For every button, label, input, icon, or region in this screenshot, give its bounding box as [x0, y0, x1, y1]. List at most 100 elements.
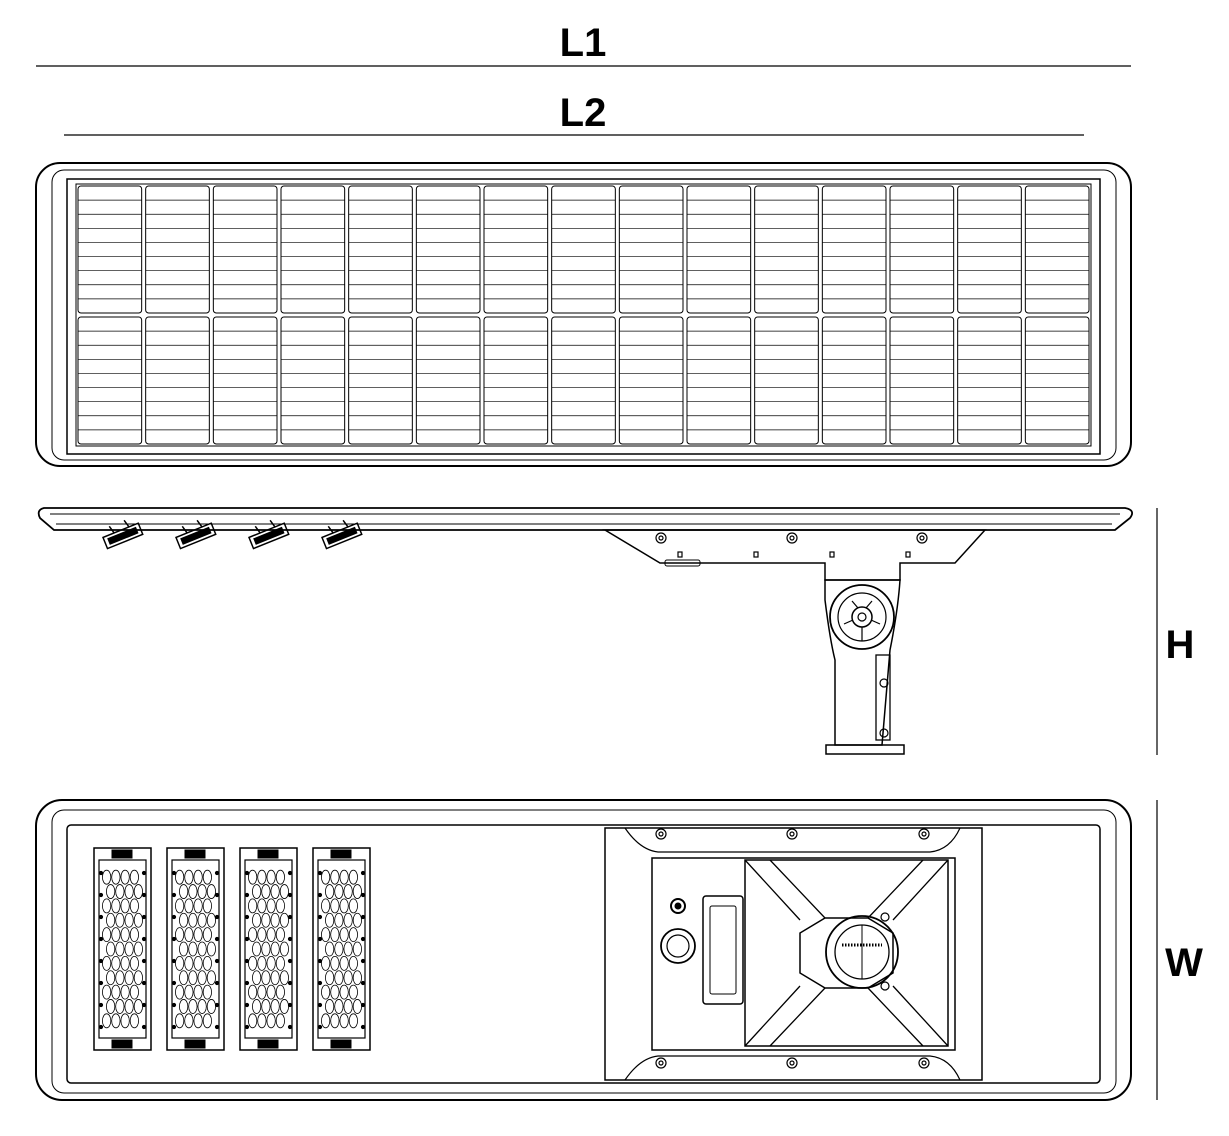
- led-lens: [339, 927, 349, 943]
- led-lens: [115, 912, 125, 928]
- led-lens: [193, 1013, 203, 1029]
- solar-cell-border: [618, 185, 684, 314]
- led-lens: [257, 955, 267, 971]
- side-led-module: [102, 519, 144, 550]
- led-module-lens-area: [171, 859, 220, 1039]
- led-lens: [188, 912, 198, 928]
- solar-cell-border: [889, 185, 955, 314]
- solar-cell: [212, 185, 278, 314]
- clamp-bolt: [879, 678, 889, 688]
- led-lens: [193, 984, 203, 1000]
- led-lens: [257, 927, 267, 943]
- led-lens: [175, 869, 185, 885]
- led-module-frame: [166, 847, 225, 1051]
- led-lens: [334, 884, 344, 899]
- led-module-pin: [317, 870, 323, 876]
- solar-cell-border: [415, 316, 481, 445]
- solar-cell: [686, 316, 752, 445]
- led-lens: [188, 970, 198, 986]
- led-lens: [339, 869, 349, 885]
- led-lens: [202, 869, 212, 885]
- led-module-pin: [244, 936, 250, 942]
- led-lens: [120, 927, 130, 943]
- solar-cell: [415, 185, 481, 314]
- l2-label: L2: [560, 91, 607, 135]
- led-lens: [115, 941, 125, 957]
- h-label: H: [1166, 623, 1195, 667]
- led-lens: [133, 970, 143, 986]
- led-lens: [343, 970, 353, 986]
- led-lens: [202, 955, 212, 971]
- led-lens: [115, 884, 125, 899]
- led-lens: [202, 898, 212, 914]
- led-lens: [279, 970, 289, 986]
- led-lens: [325, 941, 335, 957]
- led-module: [239, 847, 298, 1051]
- led-lens: [270, 970, 280, 986]
- led-module-pin: [317, 1024, 323, 1030]
- led-lens: [321, 1013, 331, 1029]
- led-lens: [275, 869, 285, 885]
- led-module-pin: [317, 892, 323, 898]
- led-module-pin: [244, 958, 250, 964]
- led-lens: [111, 955, 121, 971]
- led-module-pin: [360, 980, 366, 986]
- led-lens: [179, 884, 189, 899]
- led-module-pin: [141, 1024, 147, 1030]
- led-module-clip: [257, 1039, 279, 1049]
- side-led-lens: [180, 526, 212, 545]
- side-led-body: [248, 522, 290, 550]
- led-lens: [129, 955, 139, 971]
- led-lens: [197, 884, 207, 899]
- led-lens: [124, 970, 134, 986]
- led-module: [312, 847, 371, 1051]
- led-lens: [348, 869, 358, 885]
- led-lens: [325, 970, 335, 986]
- solar-cell-border: [483, 185, 549, 314]
- led-module-pin: [287, 1002, 293, 1008]
- led-lens: [184, 984, 194, 1000]
- led-module-clip: [184, 1039, 206, 1049]
- solar-cell: [483, 316, 549, 445]
- led-module-pin: [171, 980, 177, 986]
- side-led-mount: [123, 519, 130, 528]
- led-module-pin: [141, 870, 147, 876]
- led-module-pin: [360, 1002, 366, 1008]
- led-lens: [120, 869, 130, 885]
- led-lens: [275, 1013, 285, 1029]
- led-lens: [111, 984, 121, 1000]
- side-housing-foot: [664, 559, 701, 567]
- led-module-pin: [214, 980, 220, 986]
- led-lens: [321, 984, 331, 1000]
- led-module-pin: [141, 936, 147, 942]
- solar-cell: [348, 185, 413, 314]
- side-led-mount: [342, 519, 349, 528]
- led-lens: [270, 941, 280, 957]
- led-module-pin: [214, 958, 220, 964]
- side-bracket: [824, 579, 901, 746]
- led-lens: [197, 912, 207, 928]
- side-led-mount: [269, 519, 276, 528]
- led-lens: [124, 941, 134, 957]
- led-module-pin: [317, 936, 323, 942]
- solar-cell: [77, 316, 143, 445]
- led-lens: [257, 1013, 267, 1029]
- led-module-pin: [360, 892, 366, 898]
- led-lens: [206, 941, 216, 957]
- led-module-pin: [287, 892, 293, 898]
- led-lens: [175, 984, 185, 1000]
- led-module-frame: [93, 847, 152, 1051]
- led-module-pin: [360, 936, 366, 942]
- led-module-pin: [244, 914, 250, 920]
- led-lens: [330, 898, 340, 914]
- led-module-pin: [244, 980, 250, 986]
- led-lens: [343, 999, 353, 1014]
- led-module-pin: [360, 1024, 366, 1030]
- solar-cell: [483, 185, 549, 314]
- led-lens: [266, 984, 276, 1000]
- led-lens: [339, 955, 349, 971]
- solar-cell-border: [754, 185, 819, 314]
- led-module-clip: [330, 1039, 352, 1049]
- led-lens: [111, 1013, 121, 1029]
